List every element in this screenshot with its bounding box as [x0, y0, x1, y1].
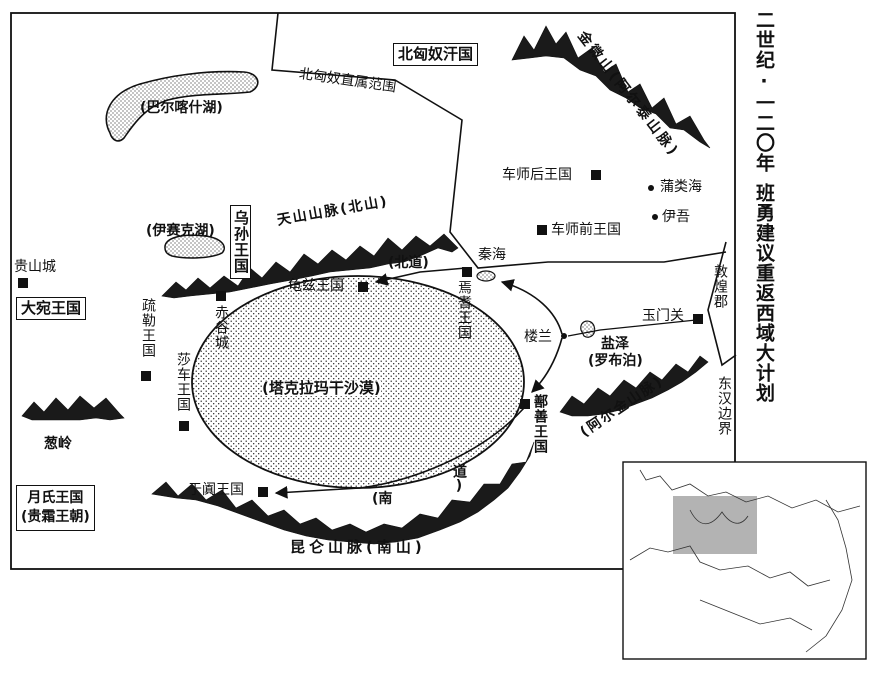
dayuan-label: 大宛王国	[16, 297, 87, 320]
congling-label: 葱岭	[44, 436, 72, 452]
jushi-hou-label: 车师后王国	[502, 167, 572, 183]
lopnur-label: (罗布泊)	[588, 353, 643, 369]
altun-mountains	[559, 355, 709, 417]
title-main: 班勇建议重返西域大计划	[753, 183, 775, 403]
jushi-hou-marker	[591, 170, 601, 180]
shanshan-marker	[520, 399, 530, 409]
south-road-label-2: 道)	[451, 464, 467, 494]
shule-label: 疏勒王国	[140, 298, 156, 358]
loulan-to-shanshan-route	[531, 337, 563, 393]
chigu-marker	[216, 291, 226, 301]
chigu-label: 赤谷城	[213, 305, 229, 350]
yumen-to-loulan-route	[567, 319, 697, 337]
lop-nur-lake	[580, 320, 596, 338]
qiuci-marker	[358, 282, 368, 292]
yiwu-marker	[652, 214, 658, 220]
inset-highlight-area	[673, 496, 757, 554]
eastern-han-border-label: 东汉边界	[716, 376, 732, 436]
map-frame	[10, 12, 736, 570]
balkhash-lake	[105, 70, 259, 142]
north-road-label: (北道)	[388, 255, 429, 271]
yanqi-marker	[462, 267, 472, 277]
pulei-marker	[648, 185, 654, 191]
yutian-label: 于阗王国	[188, 482, 244, 498]
qiuci-label: 龟兹王国	[288, 278, 344, 294]
north-road-route	[374, 267, 467, 286]
altai-mountains	[511, 25, 711, 149]
yutian-marker	[258, 487, 268, 497]
jushi-qian-marker	[537, 225, 547, 235]
jushi-qian-label: 车师前王国	[551, 222, 621, 238]
xiongnu-chanyu-label: 北匈奴汗国	[393, 43, 479, 66]
balkhash-label: (巴尔喀什湖)	[140, 100, 223, 116]
taklamakan-label: (塔克拉玛干沙漠)	[262, 379, 381, 397]
xiongnu-boundary-line	[271, 12, 727, 269]
suoche-marker	[179, 421, 189, 431]
yiwu-label: 伊吾	[662, 209, 690, 225]
suoche-label: 莎车王国	[175, 352, 191, 412]
issyk-label: (伊赛克湖)	[146, 223, 215, 239]
map-title: 二世纪·一二〇年班勇建议重返西域大计划	[741, 10, 775, 460]
yuezhi-label: 月氏王国 (贵霜王朝)	[16, 485, 95, 531]
inset-locator-map	[622, 461, 867, 660]
south-road-label-1: (南	[372, 491, 393, 507]
guishan-marker	[18, 278, 28, 288]
loulan-label: 楼兰	[524, 329, 552, 345]
qinhai-lake	[476, 270, 496, 282]
guishan-label: 贵山城	[14, 259, 56, 275]
wusun-label: 乌孙王国	[230, 205, 251, 279]
loulan-marker	[561, 333, 567, 339]
yumen-label: 玉门关	[642, 308, 684, 324]
eastern-han-border-line	[707, 241, 737, 367]
congling-mountains	[21, 395, 125, 421]
shule-marker	[141, 371, 151, 381]
shanshan-label: 鄯善王国	[532, 394, 548, 454]
title-period: 二世纪·一二〇年	[753, 10, 775, 173]
kunlun-mountains	[151, 441, 535, 545]
yanqi-label: 焉耆王国	[456, 280, 472, 340]
kunlun-label: 昆仑山脉(南山)	[290, 538, 426, 556]
pulei-label: 蒲类海	[660, 179, 702, 195]
loulan-to-qinhai-route	[500, 279, 563, 335]
issyk-kul-lake	[164, 234, 226, 259]
south-road-route	[274, 407, 525, 499]
qinhai-label: 秦海	[478, 247, 506, 263]
yuezhi-line2: (贵霜王朝)	[21, 508, 90, 525]
yanze-label: 盐泽	[601, 336, 629, 352]
yuezhi-line1: 月氏王国	[27, 490, 84, 506]
yumen-marker	[693, 314, 703, 324]
dunhuang-label: 敦煌郡	[712, 264, 728, 309]
